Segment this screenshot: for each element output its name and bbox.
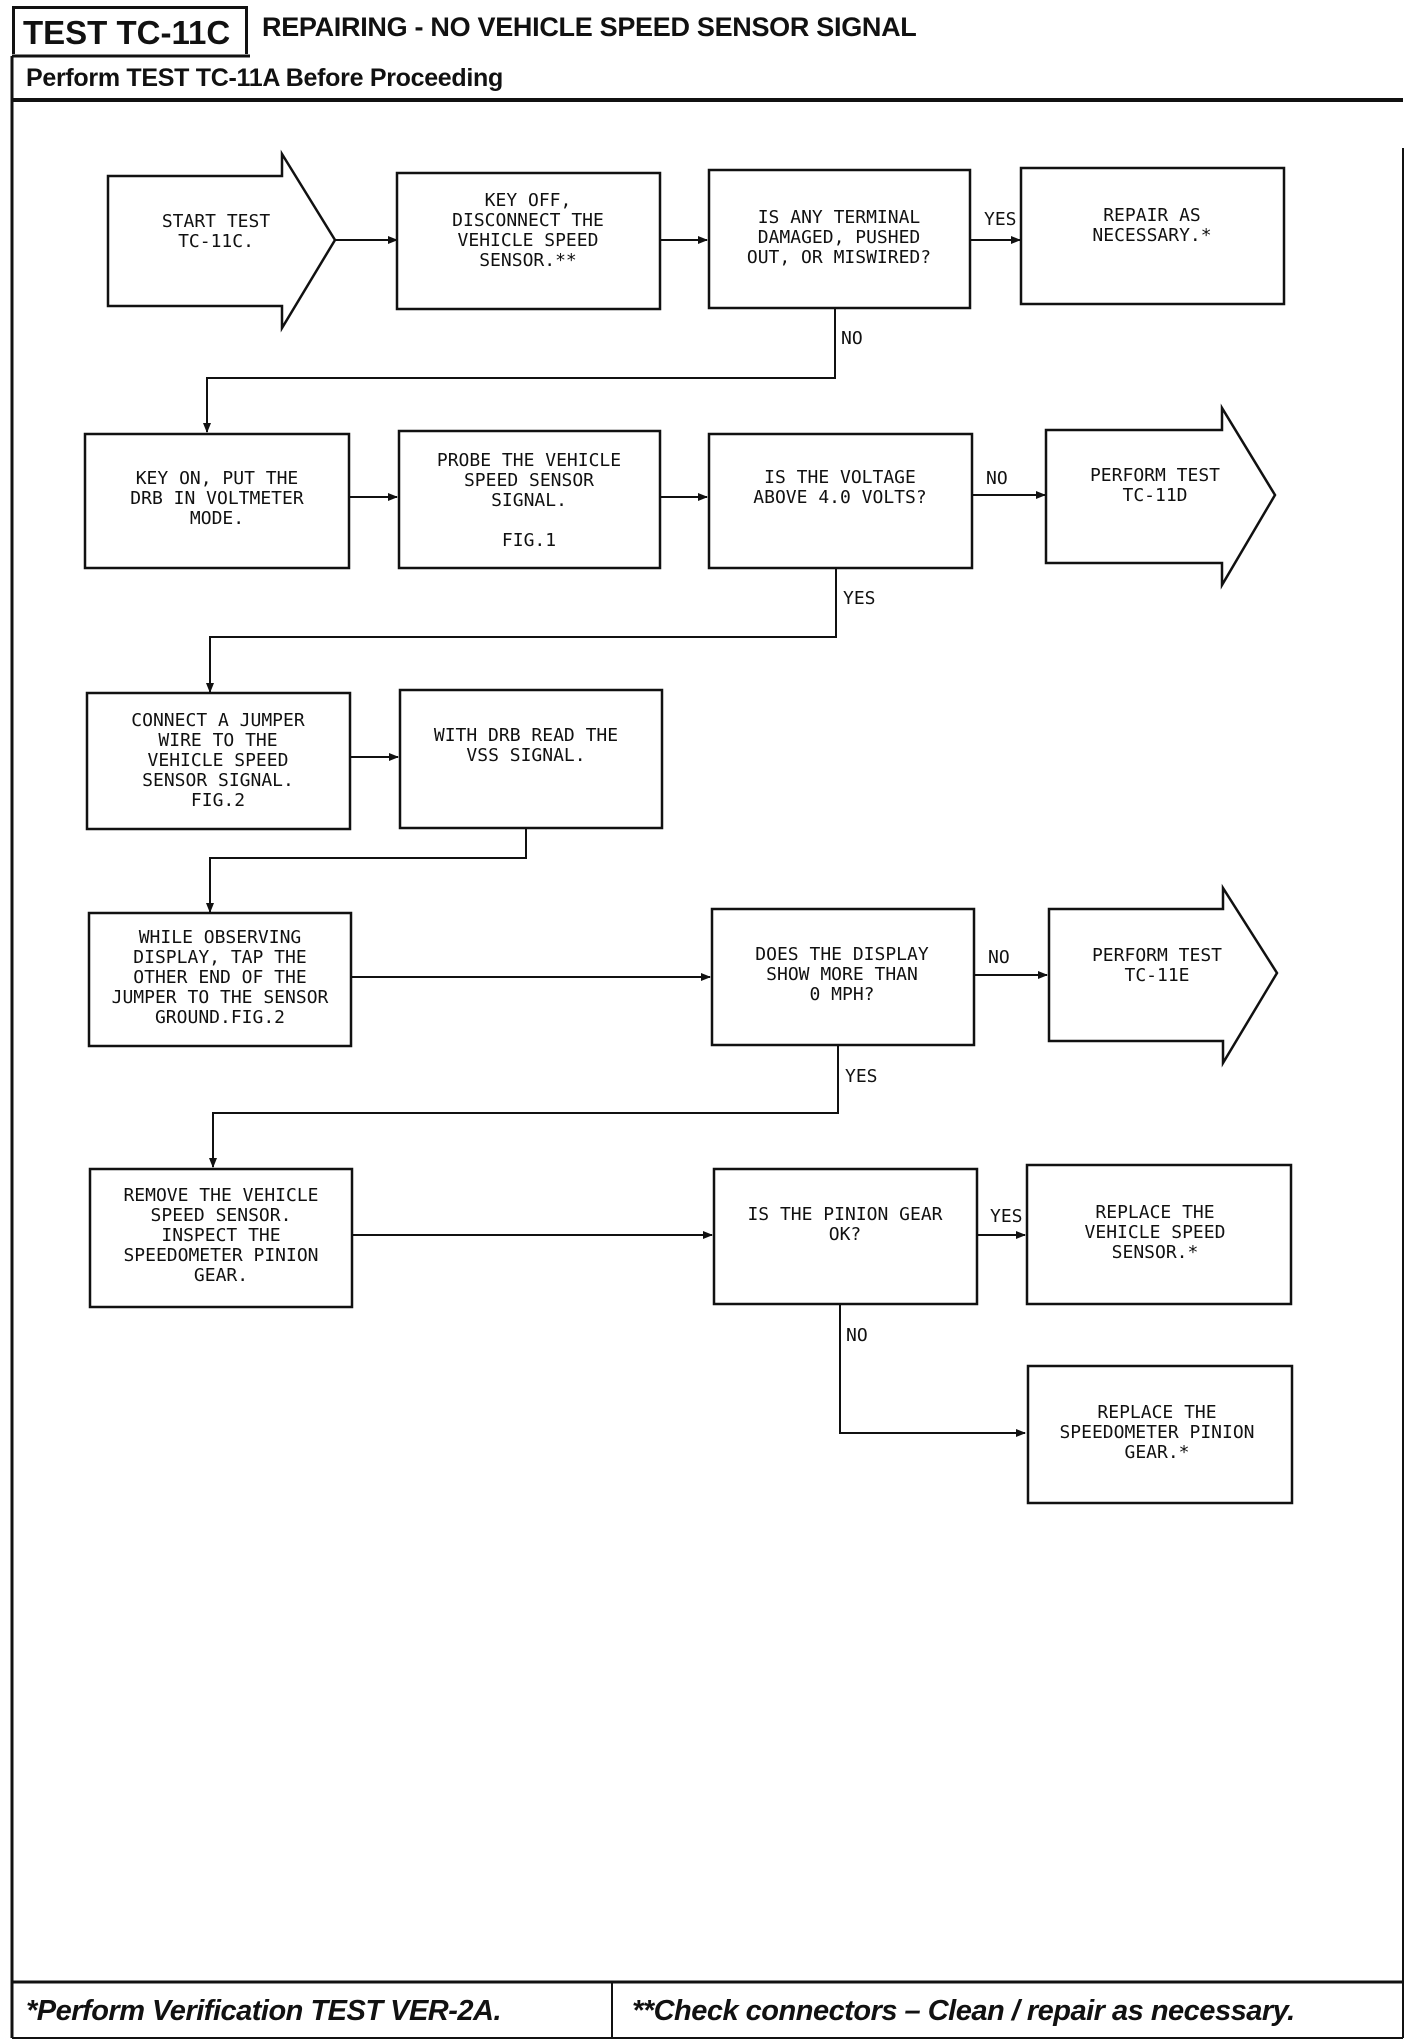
terminal-check-text-line: OUT, OR MISWIRED? [747,247,931,268]
display-check-box [710,907,976,1047]
probe-text-line: SIGNAL. [491,490,567,511]
probe-text-line: FIG.1 [502,530,556,551]
connectors [203,236,1048,1437]
replace-gear-text-line: SPEEDOMETER PINION [1059,1422,1254,1443]
read-vss-text-line: WITH DRB READ THE [434,725,618,746]
start-text-line: START TEST [162,211,271,232]
display-no-label: NO [988,947,1010,968]
voltage-no-label: NO [986,468,1008,489]
remove-text-line: INSPECT THE [161,1225,280,1246]
perform-11e-text-line: PERFORM TEST [1092,945,1222,966]
replace-gear-box [1026,1364,1294,1505]
tap-text-line: OTHER END OF THE [133,967,306,988]
branch-labels: YES NO NO YES NO YES YES NO [841,209,1023,1346]
start-text-line: TC-11C. [178,231,254,252]
read-vss-text-line: VSS SIGNAL. [466,745,585,766]
jumper-box [85,691,352,831]
voltage-check-text-line: IS THE VOLTAGE [764,467,916,488]
key-off-text-line: DISCONNECT THE [452,210,604,231]
page-title: REPAIRING - NO VEHICLE SPEED SENSOR SIGN… [262,12,917,42]
replace-sensor-text-line: SENSOR.* [1112,1242,1199,1263]
repair-text-line: REPAIR AS [1103,205,1201,226]
tap-text-line: DISPLAY, TAP THE [133,947,306,968]
perform-11e-text-line: TC-11E [1124,965,1189,986]
pinion-no-label: NO [846,1325,868,1346]
remove-text-line: GEAR. [194,1265,248,1286]
pinion-check-text-line: OK? [829,1224,862,1245]
pinion-check-box [712,1167,979,1306]
read-vss-box [398,688,664,830]
start-shape [106,149,337,333]
voltage-check-box [707,432,974,570]
tap-text-line: JUMPER TO THE SENSOR [112,987,329,1008]
pinion-check-text-line: IS THE PINION GEAR [747,1204,942,1225]
repair-text-line: NECESSARY.* [1092,225,1211,246]
footer-note-left: *Perform Verification TEST VER-2A. [26,1995,502,2027]
perform-11d-shape [1044,403,1277,590]
display-check-text-line: DOES THE DISPLAY [755,944,929,965]
terminal-check-text-line: DAMAGED, PUSHED [758,227,921,248]
terminal-check-text-line: IS ANY TERMINAL [758,207,921,228]
key-on-box [83,432,351,570]
perform-11d-text-line: TC-11D [1122,485,1187,506]
key-off-box [395,171,662,311]
page-frame [10,54,1404,2039]
replace-gear-text-line: GEAR.* [1124,1442,1189,1463]
display-check-text-line: SHOW MORE THAN [766,964,918,985]
tap-box [87,911,353,1048]
node-shapes [83,149,1294,1505]
jumper-text-line: FIG.2 [191,790,245,811]
terminal-no-label: NO [841,328,863,349]
test-id: TEST TC-11C [23,14,231,51]
perform-11e-shape [1047,883,1279,1068]
key-on-text-line: DRB IN VOLTMETER [130,488,304,509]
tap-text-line: WHILE OBSERVING [139,927,302,948]
pinion-yes-label: YES [990,1206,1023,1227]
replace-sensor-box [1025,1163,1293,1306]
remove-text-line: SPEEDOMETER PINION [123,1245,318,1266]
probe-text-line: PROBE THE VEHICLE [437,450,621,471]
key-off-text-line: KEY OFF, [485,190,572,211]
replace-sensor-text-line: REPLACE THE [1095,1202,1214,1223]
perform-11d-text-line: PERFORM TEST [1090,465,1220,486]
jumper-text-line: WIRE TO THE [158,730,277,751]
key-off-text-line: VEHICLE SPEED [458,230,599,251]
repair-box [1019,166,1286,306]
key-off-text-line: SENSOR.** [479,250,577,271]
remove-text-line: SPEED SENSOR. [151,1205,292,1226]
test-id-box: TEST TC-11C [12,6,248,54]
display-yes-label: YES [845,1066,878,1087]
voltage-yes-label: YES [843,588,876,609]
probe-box [397,429,662,570]
probe-text-line: SPEED SENSOR [464,470,594,491]
voltage-check-text-line: ABOVE 4.0 VOLTS? [753,487,926,508]
jumper-text-line: VEHICLE SPEED [148,750,289,771]
terminal-yes-label: YES [984,209,1017,230]
jumper-text-line: CONNECT A JUMPER [131,710,305,731]
remove-text-line: REMOVE THE VEHICLE [123,1185,318,1206]
tap-text-line: GROUND.FIG.2 [155,1007,285,1028]
key-on-text-line: MODE. [190,508,244,529]
display-check-text-line: 0 MPH? [809,984,874,1005]
page-subtitle: Perform TEST TC-11A Before Proceeding [26,64,503,92]
jumper-text-line: SENSOR SIGNAL. [142,770,294,791]
key-on-text-line: KEY ON, PUT THE [136,468,299,489]
footer-note-right: **Check connectors – Clean / repair as n… [632,1995,1295,2027]
remove-box [88,1167,354,1309]
replace-gear-text-line: REPLACE THE [1097,1402,1216,1423]
replace-sensor-text-line: VEHICLE SPEED [1085,1222,1226,1243]
terminal-check-box [707,168,972,310]
